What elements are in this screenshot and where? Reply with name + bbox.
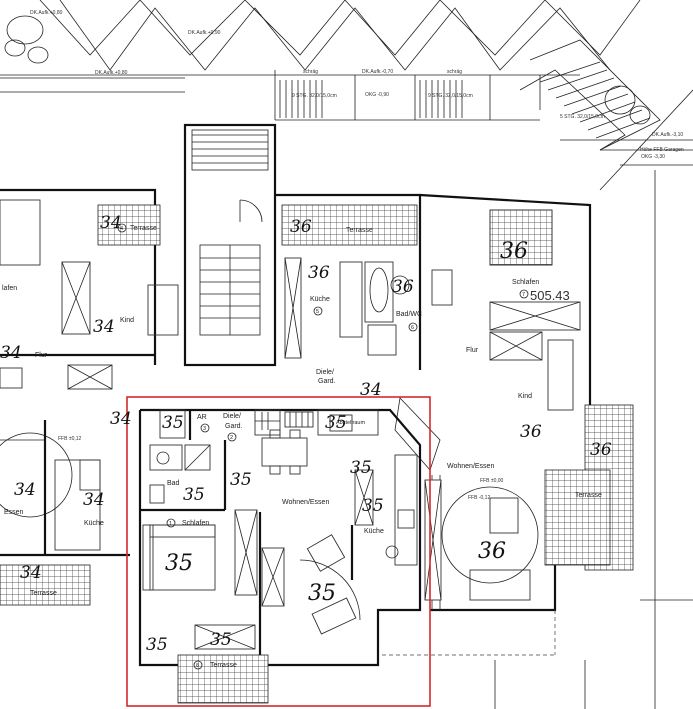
stairs-top [279, 80, 463, 118]
unit-mark-35: 35 [210, 630, 232, 650]
room-label-schlafen-mid: Schlafen [182, 520, 209, 527]
unit-mark-35: 35 [162, 413, 184, 433]
room-label-abstellraum: Abstellraum [336, 420, 365, 426]
unit-mark-36: 36 [590, 440, 612, 460]
unit-34 [0, 188, 179, 606]
room-labels: Terrasse Terrasse lafen Kind Flur Küche … [2, 225, 602, 669]
room-label-kind-right: Kind [518, 393, 532, 400]
unit-35 [138, 408, 442, 704]
room-label-kueche-mid: Küche [364, 528, 384, 535]
room-number: 5 [316, 309, 319, 315]
room-number: 2 [230, 435, 233, 441]
level-label-3: DK.Aufk.+0,80 [95, 70, 128, 76]
stairs-label-3: 5 STG. 32,0/15,0cm [560, 114, 605, 120]
room-label-essen-left: Essen [4, 509, 24, 516]
level-ffb-right: FFB ±0,00 [480, 478, 504, 484]
room-number: 8 [196, 663, 199, 669]
stairs-right-top [519, 39, 693, 191]
unit-mark-34: 34 [83, 490, 105, 510]
unit-mark-36: 36 [478, 539, 506, 564]
stairwell [183, 123, 277, 367]
room-label-terrasse-a: Terrasse [130, 225, 157, 232]
room-label-diele-top2: Gard. [318, 378, 336, 385]
unit-mark-34: 34 [14, 480, 36, 500]
room-label-diele-mid2: Gard. [225, 423, 243, 430]
unit-mark-35: 35 [362, 496, 384, 516]
room-label-bad-mid: Bad [167, 480, 180, 487]
unit-marks: 34 34 34 34 34 34 34 34 35 35 35 35 35 3… [0, 213, 612, 655]
highlight-box [126, 396, 431, 707]
level-label-8: OKG -3,30 [641, 154, 665, 160]
room-label-kueche-top: Küche [310, 296, 330, 303]
stairs-label-2: 9 STG. 32,0/15,0cm [428, 93, 473, 99]
unit-mark-36: 36 [500, 239, 528, 264]
unit-mark-35: 35 [183, 485, 205, 505]
level-label-6: DK.Aufk.-3,10 [652, 132, 683, 138]
room-label-kind-left: Kind [120, 317, 134, 324]
room-label-wohnen-right: Wohnen/Essen [447, 463, 494, 470]
unit-mark-35: 35 [308, 581, 336, 606]
room-label-kueche-left: Küche [84, 520, 104, 527]
level-label-7: Höhe FFB Garagen [640, 147, 684, 153]
unit-mark-35: 35 [350, 458, 372, 478]
unit-mark-34: 34 [110, 409, 132, 429]
room-label-terrasse-left: Terrasse [30, 590, 57, 597]
unit-mark-36: 36 [520, 422, 542, 442]
room-label-wohnen-mid: Wohnen/Essen [282, 499, 329, 506]
stairs-label-1: 9 STG. 32,0/15,0cm [292, 93, 337, 99]
slope-label-1: schräg [303, 69, 318, 75]
room-number-markers: 4 5 6 7 3 2 1 8 [117, 223, 529, 670]
room-number: 1 [169, 521, 172, 527]
unit-mark-35: 35 [230, 470, 252, 490]
room-label-schlafen-right: Schlafen [512, 279, 539, 286]
room-label-diele-mid: Diele/ [223, 413, 241, 420]
unit-mark-35: 35 [325, 413, 347, 433]
room-label-flur-right: Flur [466, 347, 479, 354]
level-label-4: DK.Aufk.-0,70 [362, 69, 393, 75]
room-label-ar: AR [197, 414, 207, 421]
level-label-2: DK.Aufk.+0,90 [188, 30, 221, 36]
room-label-diele-top: Diele/ [316, 369, 334, 376]
slope-label-2: schräg [447, 69, 462, 75]
roof-outline [0, 0, 693, 191]
room-number: 6 [411, 325, 414, 331]
room-number: 3 [203, 426, 206, 432]
room-label-terrasse-mid: Terrasse [210, 662, 237, 669]
unit-mark-35: 35 [146, 635, 168, 655]
unit-mark-34: 34 [360, 380, 382, 400]
level-label-1: DK.Aufk.+0,80 [30, 10, 63, 16]
shrubs-top-left [4, 15, 49, 64]
room-label-terrasse-right: Terrasse [575, 492, 602, 499]
unit-mark-34: 34 [20, 563, 42, 583]
unit-mark-34: 34 [100, 213, 122, 233]
room-number: 7 [522, 292, 525, 298]
room-label-terrasse-b: Terrasse [346, 227, 373, 234]
shrubs-top-right [604, 85, 651, 125]
unit-mark-34: 34 [93, 317, 115, 337]
room-number: 4 [120, 226, 123, 232]
unit-mark-36: 36 [290, 217, 312, 237]
room-label-flur-left: Flur [35, 352, 48, 359]
unit-mark-36: 36 [392, 277, 414, 297]
level-ffb-right2: FFB -0,12 [468, 495, 490, 501]
room-label-bad-wc: Bad/WC [396, 311, 422, 318]
area-note: 505.43 [530, 288, 570, 303]
room-label-schlafen-left: lafen [2, 285, 17, 292]
top-annotations: DK.Aufk.+0,80 DK.Aufk.+0,90 DK.Aufk.+0,8… [30, 10, 684, 160]
unit-mark-34: 34 [0, 343, 22, 363]
level-ffb-left: FFB ±0,12 [58, 436, 82, 442]
level-label-5: OKG -0,90 [365, 92, 389, 98]
unit-mark-35: 35 [165, 551, 193, 576]
unit-mark-36: 36 [308, 263, 330, 283]
